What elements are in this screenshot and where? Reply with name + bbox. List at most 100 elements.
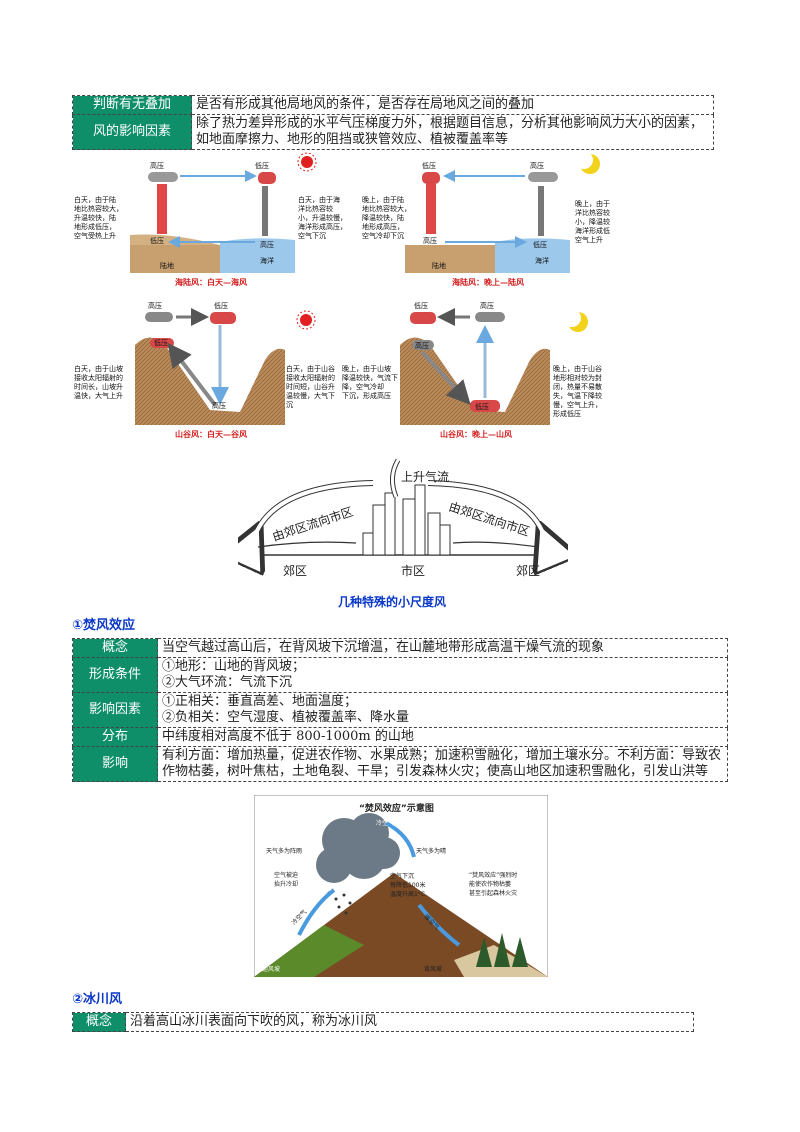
glacier-table: 概念 沿着高山冰川表面向下吹的风，称为冰川风 [72,1012,694,1032]
note-right: 晚上，由于山谷 地形相对较为封 闭，热量不易散 失，气温下降较 慢，空气上升， … [553,364,602,418]
label-high: 高压 [415,341,429,350]
leeward-label: 背风坡 [424,965,442,973]
label-low: 低压 [150,236,164,245]
label-high: 高压 [423,236,437,245]
label-sea: 海洋 [535,256,549,265]
row-line: ①地形：山地的背风坡； [162,659,306,674]
table-row: 分布 中纬度相对高度不低于 800-1000m 的山地 [72,727,728,747]
svg-text:时间短，山谷升: 时间短，山谷升 [286,382,335,391]
svg-text:晚上，由于山谷: 晚上，由于山谷 [553,364,602,373]
panel-sea-breeze-night: 低压 高压 高压 低压 陆地 海洋 晚上，由于陆 地比热容较大， 降温较快，陆 … [362,151,610,287]
effect-note: 甚至引起森林火灾 [469,889,517,897]
suburb-right-label: 郊区 [516,564,540,578]
label-low: 低压 [154,338,168,347]
rising-air-label: 上升气流 [401,469,449,484]
svg-text:地形相对较为封: 地形相对较为封 [553,373,602,382]
label-high: 高压 [212,401,226,410]
row-label: 判断有无叠加 [72,95,192,115]
foehn-table: 概念 当空气越过高山后，在背风坡下沉增温，在山麓地带形成高温干燥气流的现象 形成… [72,638,728,782]
row-line: ①正相关：垂直高差、地面温度； [162,694,358,709]
svg-text:空气下沉: 空气下沉 [298,231,326,240]
svg-text:海洋形成高压，: 海洋形成高压， [298,222,347,231]
row-label: 影响因素 [72,692,158,728]
note-right: 白天，由于山谷 接收太阳辐射的 时间短，山谷升 温较慢，大气下 沉 [286,364,335,409]
label-low: 低压 [255,161,269,170]
sink-warm-note: 温度升高1°C [390,890,425,898]
table-row: 概念 当空气越过高山后，在背风坡下沉增温，在山麓地带形成高温干燥气流的现象 [72,638,728,658]
left-flow-label: 由郊区流向市区 [270,504,355,544]
city-label: 市区 [401,563,425,578]
svg-text:晚上，由于陆: 晚上，由于陆 [362,195,404,204]
svg-text:慢，空气上升，: 慢，空气上升， [553,400,602,409]
note-left: 白天，由于山坡 接收太阳辐射的 时间长，山坡升 温快，大气上升 [74,364,123,400]
svg-text:降温较快，陆: 降温较快，陆 [362,213,404,222]
svg-text:沉: 沉 [286,401,293,409]
row-label: 概念 [72,1012,126,1032]
svg-text:下沉，形成高压: 下沉，形成高压 [342,391,391,400]
svg-text:白天，由于山坡: 白天，由于山坡 [74,364,123,373]
panel-valley-wind-night: 低压 高压 高压 低压 晚上，由于山坡 降温较快，气流下 降，空气冷却 下沉，形… [342,301,602,439]
svg-text:地比热容较大，: 地比热容较大， [74,204,123,213]
note-left: 白天，由于陆 地比热容较大， 升温较快，陆 地形成低压， 空气受热上升 [74,195,123,240]
cloud-low [422,172,440,184]
label-high: 高压 [150,161,164,170]
svg-text:小，降温较慢，: 小，降温较慢， [575,217,610,226]
trees [476,933,528,967]
cloud-high [148,172,178,182]
row-text: 当空气越过高山后，在背风坡下沉增温，在山麓地带形成高温干燥气流的现象 [157,638,728,658]
svg-text:空气上升: 空气上升 [575,235,603,244]
row-text: 有利方面：增加热量，促进农作物、水果成熟；加速积雪融化，增加土壤水分。不利方面：… [157,746,728,782]
svg-text:地形成低压，: 地形成低压， [74,222,116,231]
note-right: 晚上，由于海 洋比热容较 小，降温较慢， 海洋形成低压， 空气上升 [575,199,610,244]
suburb-left-label: 郊区 [283,564,307,578]
label-high: 高压 [148,301,162,310]
svg-text:空气冷却下沉: 空气冷却下沉 [362,231,404,240]
note-left: 晚上，由于山坡 降温较快，气流下 降，空气冷却 下沉，形成高压 [342,364,398,400]
row-text: 是否有形成其他局地风的条件，是否存在局地风之间的叠加 [191,95,714,115]
cloud-low [410,312,436,324]
panel-caption: 山谷风：白天—谷风 [175,429,247,439]
panel-caption: 海陆风：白天—海风 [175,277,247,287]
svg-text:形成低压: 形成低压 [553,409,581,418]
local-winds-figure: 高压 低压 低压 高压 陆地 海洋 白天，由于陆 地比热容较大， 升温较快，陆 … [74,151,610,439]
svg-text:海洋形成低压，: 海洋形成低压， [575,226,610,235]
figure-caption: 几种特殊的小尺度风 [338,595,447,609]
cloud [316,813,400,883]
table-row: 影响 有利方面：增加热量，促进农作物、水果成熟；加速积雪融化，增加土壤水分。不利… [72,746,728,782]
svg-text:白天，由于陆: 白天，由于陆 [74,195,116,204]
table-row: 概念 沿着高山冰川表面向下吹的风，称为冰川风 [72,1012,694,1032]
cloud-high [528,172,558,182]
row-label: 概念 [72,638,158,658]
rise-cool-note: 空气被迫 [274,871,298,879]
label-high: 高压 [260,240,274,249]
foehn-title: “焚风效应”示意图 [359,802,434,814]
effect-note: 能使农作物枯萎 [469,880,511,888]
svg-text:失，气温下降较: 失，气温下降较 [553,391,602,400]
svg-text:白天，由于山谷: 白天，由于山谷 [286,364,335,373]
cloud-low [210,312,236,324]
panel-caption: 山谷风：晚上—山风 [440,429,512,439]
svg-text:闭，热量不易散: 闭，热量不易散 [553,382,602,391]
sunny-weather-label: 天气多为晴 [416,847,446,855]
row-label: 影响 [72,746,158,782]
row-text: 除了热力差异形成的水平气压梯度力外，根据题目信息，分析其他影响风力大小的因素，如… [191,114,714,150]
section-heading-glacier: ②冰川风 [72,992,123,1007]
svg-text:洋比热容较: 洋比热容较 [298,204,333,213]
note-right: 白天，由于海 洋比热容较 小，升温较慢， 海洋形成高压， 空气下沉 [298,195,347,240]
svg-text:地比热容较大，: 地比热容较大， [362,204,411,213]
row-label: 风的影响因素 [72,114,192,150]
cloud-high [475,312,505,322]
cloud-high [145,312,173,322]
svg-text:白天，由于海: 白天，由于海 [298,195,340,204]
row-line: ②负相关：空气湿度、植被覆盖率、降水量 [162,710,410,725]
label-high: 高压 [530,161,544,170]
svg-text:温较慢，大气下: 温较慢，大气下 [286,391,335,400]
row-text: ①地形：山地的背风坡； ②大气环流：气流下沉 [157,657,728,693]
note-left: 晚上，由于陆 地比热容较大， 降温较快，陆 地形成高压， 空气冷却下沉 [362,195,411,240]
label-land: 陆地 [160,261,174,270]
label-low: 低压 [475,402,489,411]
city-buildings [362,484,451,556]
label-sea: 海洋 [260,256,274,265]
label-land: 陆地 [432,261,446,270]
cold-air-label: 冷空气 [376,819,394,827]
